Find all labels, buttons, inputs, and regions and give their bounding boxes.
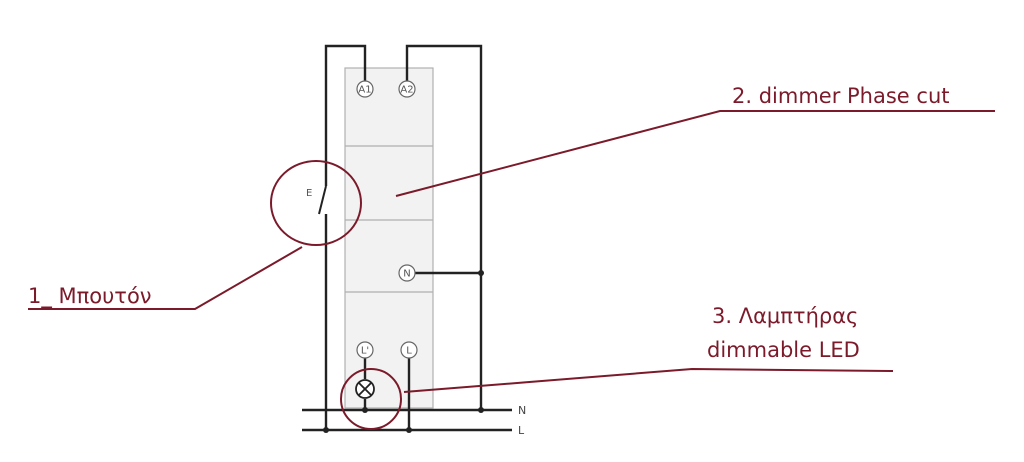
terminal-a2-label: A2	[400, 85, 413, 96]
annotation-circles	[270, 160, 402, 430]
terminal-n-label: N	[403, 269, 410, 280]
switch-symbol: E	[306, 172, 330, 224]
bus-n-label: N	[518, 404, 526, 417]
annotation-leaders	[28, 110, 995, 393]
switch-label: E	[306, 188, 312, 199]
button-annotation: 1_ Μπουτόν	[28, 284, 152, 308]
wiring	[302, 44, 512, 432]
bus-l-label: L	[518, 424, 525, 437]
lamp-annotation-line1: 3. Λαμπτήρας	[712, 304, 859, 328]
terminal-l-in-label: L	[406, 346, 412, 357]
dimmer-leader-line	[395, 110, 995, 197]
lamp-leader-line	[403, 367, 894, 393]
lamp-annotation-line2: dimmable LED	[707, 338, 860, 362]
lamp-icon	[355, 379, 375, 399]
terminal-l-out: L'	[356, 341, 374, 359]
terminal-a2: A2	[398, 80, 416, 98]
button-highlight-circle	[270, 160, 362, 246]
button-leader-line	[28, 246, 303, 310]
dimmer-annotation: 2. dimmer Phase cut	[732, 84, 950, 108]
terminal-a1: A1	[356, 80, 374, 98]
terminal-n: N	[398, 264, 416, 282]
dimmer-module	[344, 67, 434, 409]
lamp-highlight-circle	[340, 368, 402, 430]
terminal-l-out-label: L'	[361, 346, 369, 357]
terminal-l-in: L	[400, 341, 418, 359]
junctions	[323, 270, 484, 433]
terminal-a1-label: A1	[358, 85, 371, 96]
